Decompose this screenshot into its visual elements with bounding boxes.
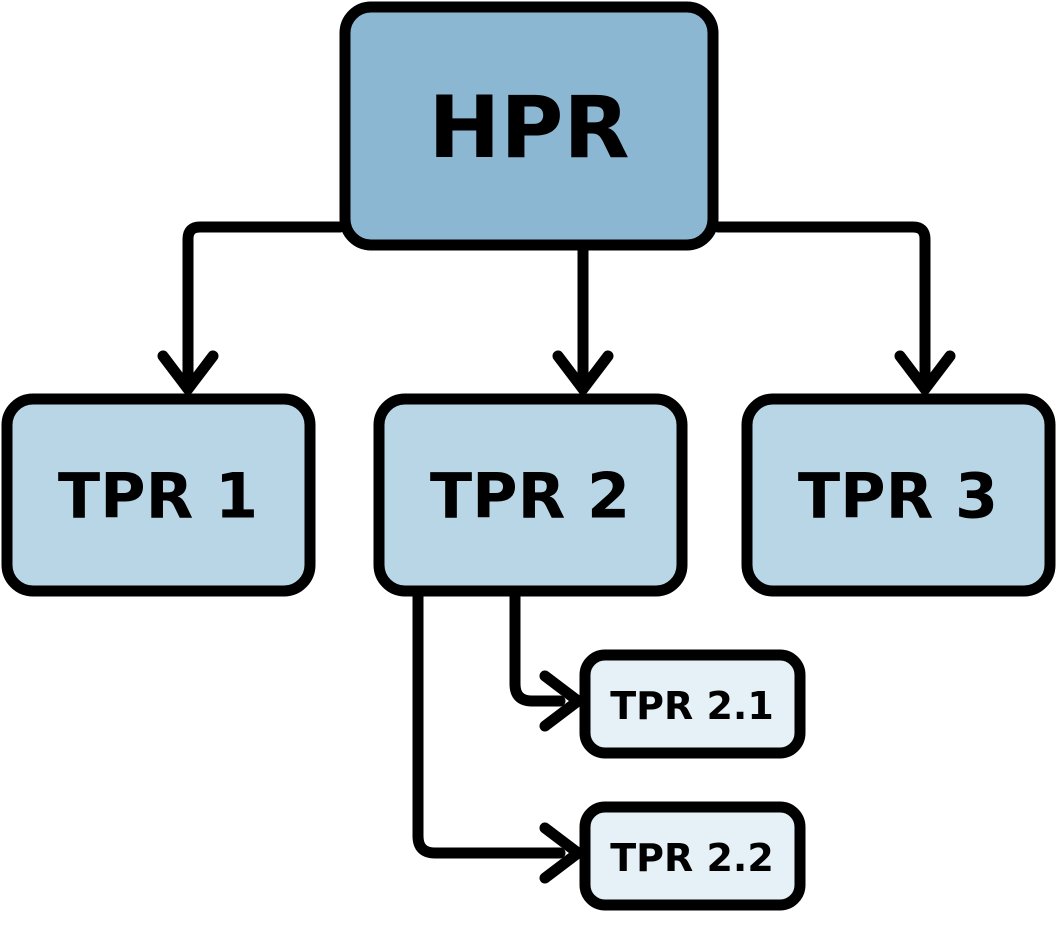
node-tpr2-shape[interactable] [373, 393, 688, 597]
edge-tpr2-to-tpr21 [509, 590, 566, 707]
arrowhead-tpr22 [539, 822, 584, 884]
node-tpr22-shape[interactable] [579, 801, 806, 911]
node-tpr3-shape[interactable] [741, 393, 1056, 597]
node-tpr22[interactable]: TPR 2.2 [579, 801, 806, 911]
node-tpr1-label: TPR 1 [58, 460, 258, 533]
arrowhead-tpr2 [552, 350, 614, 395]
node-tpr1-shape[interactable] [1, 393, 316, 597]
arrowhead-tpr21 [539, 670, 584, 732]
node-hpr-label: HPR [428, 78, 629, 178]
node-tpr21[interactable]: TPR 2.1 [579, 649, 806, 759]
edge-tpr2-to-tpr22 [412, 590, 566, 859]
node-tpr2-label: TPR 2 [430, 460, 630, 533]
connector-group [157, 221, 956, 884]
node-tpr22-label: TPR 2.2 [610, 836, 774, 880]
node-tpr21-label: TPR 2.1 [610, 684, 774, 728]
node-tpr3-label: TPR 3 [798, 460, 998, 533]
node-hpr-shape[interactable] [339, 1, 719, 251]
arrowhead-tpr1 [157, 350, 219, 395]
node-tpr3[interactable]: TPR 3 [741, 393, 1056, 597]
edge-hpr-to-tpr1 [182, 221, 346, 384]
node-tpr21-shape[interactable] [579, 649, 806, 759]
arrowhead-tpr3 [894, 350, 956, 395]
node-tpr1[interactable]: TPR 1 [1, 393, 316, 597]
node-tpr2[interactable]: TPR 2 [373, 393, 688, 597]
node-hpr[interactable]: HPR [339, 1, 719, 251]
edge-hpr-to-tpr3 [712, 221, 931, 384]
